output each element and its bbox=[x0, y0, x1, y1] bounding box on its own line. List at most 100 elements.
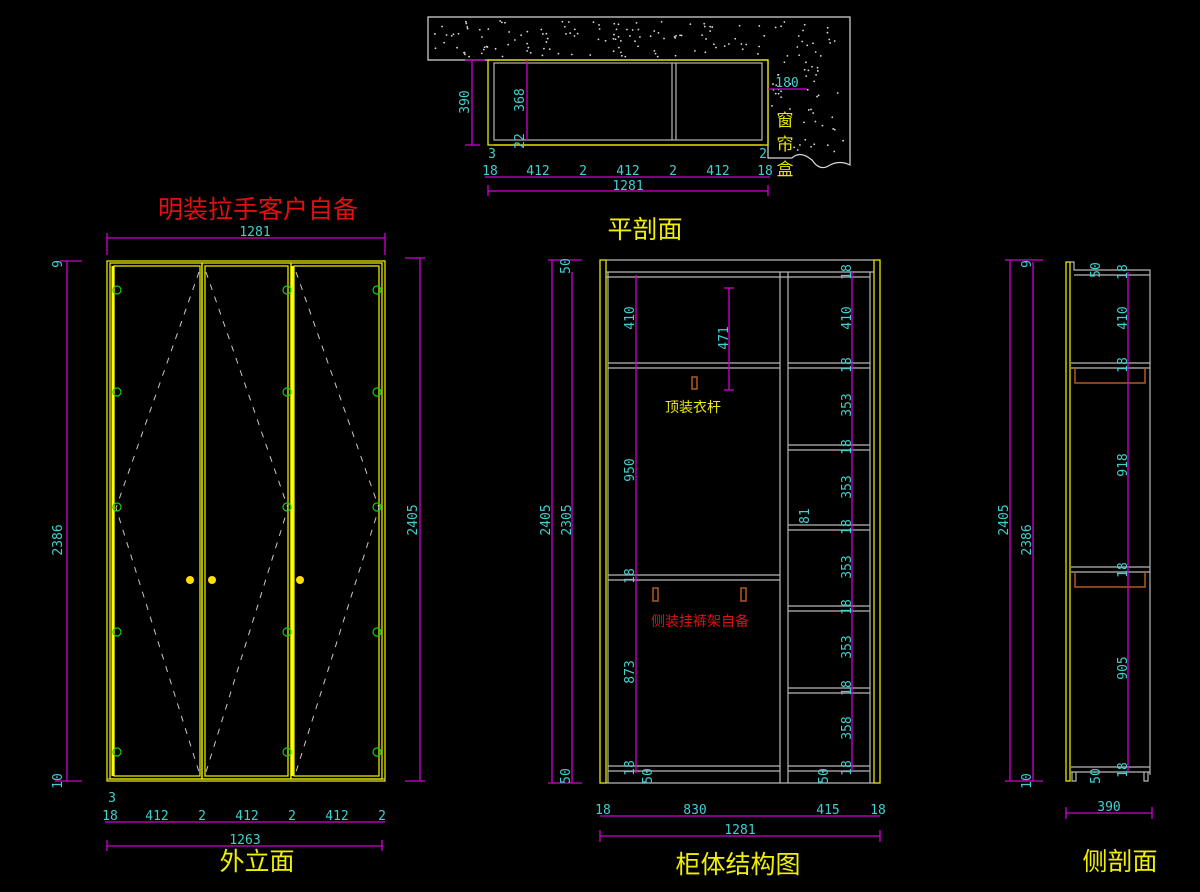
dim-side-column: 18 bbox=[1116, 562, 1131, 578]
hinge-icon bbox=[372, 285, 382, 295]
pants-rack-label: 侧装挂裤架自备 bbox=[651, 613, 749, 630]
dim-right-column: 18 bbox=[840, 357, 855, 373]
dim-front-height-right: 2405 bbox=[406, 504, 421, 535]
hinge-icon bbox=[372, 747, 382, 757]
dim-carcass-width: 1281 bbox=[724, 823, 755, 838]
door-middle bbox=[201, 262, 292, 780]
dim-side-column: 18 bbox=[1116, 762, 1131, 778]
dim-right-column: 353 bbox=[840, 635, 855, 658]
dim-side-column: 905 bbox=[1116, 656, 1131, 679]
dim-plan-overall: 1281 bbox=[612, 179, 643, 194]
dim-carcass-bottom-row: 18 bbox=[595, 803, 611, 818]
dim-plan-offset-left: 3 bbox=[488, 147, 496, 162]
dim-side-door-height: 2386 bbox=[1020, 524, 1035, 555]
hinge-icon bbox=[112, 502, 122, 512]
dim-plan-depth: 390 bbox=[458, 90, 473, 113]
dim-left-column: 873 bbox=[623, 660, 638, 683]
dim-side-gap-top: 9 bbox=[1020, 260, 1035, 268]
plan-cabinet-inner bbox=[493, 62, 763, 141]
rod-bracket-icon bbox=[691, 376, 698, 390]
dim-carcass-body-height: 2305 bbox=[560, 504, 575, 535]
plan-section-title: 平剖面 bbox=[607, 215, 682, 244]
rack-bracket-icon bbox=[652, 587, 659, 602]
dim-front-width: 1281 bbox=[239, 225, 270, 240]
door-left bbox=[109, 262, 203, 780]
dim-carcass-bottom-plinth: 50 bbox=[559, 768, 574, 784]
knob-icon bbox=[208, 576, 216, 584]
hanging-rod-label: 顶装衣杆 bbox=[665, 400, 721, 416]
hinge-icon bbox=[282, 627, 292, 637]
dim-carcass-bottom-row: 830 bbox=[683, 803, 706, 818]
dim-right-column: 18 bbox=[840, 680, 855, 696]
door-knobs bbox=[186, 576, 304, 584]
concrete-wall bbox=[427, 16, 851, 169]
dim-door-offset: 3 bbox=[108, 791, 116, 806]
dim-side-column: 18 bbox=[1116, 264, 1131, 280]
dim-right-column: 358 bbox=[840, 716, 855, 739]
dim-carcass-bottom-row: 18 bbox=[870, 803, 886, 818]
side-section bbox=[1005, 259, 1153, 819]
plan-cabinet-outline bbox=[487, 59, 769, 146]
dim-side-depth: 390 bbox=[1097, 800, 1120, 815]
dim-carcass-height: 2405 bbox=[539, 504, 554, 535]
dim-side-gap: 81 bbox=[798, 508, 813, 524]
dim-left-column: 950 bbox=[623, 458, 638, 481]
handle-note: 明装拉手客户自备 bbox=[158, 195, 358, 224]
concrete-hatch bbox=[433, 20, 845, 153]
hinges bbox=[112, 285, 382, 757]
dim-plan-width: 18 bbox=[482, 164, 498, 179]
dim-right-column: 18 bbox=[840, 439, 855, 455]
curtain-box-label: 盒 bbox=[777, 160, 794, 180]
dim-door-row: 412 bbox=[325, 809, 348, 824]
dim-base-left: 50 bbox=[641, 768, 656, 784]
dim-door-row: 412 bbox=[235, 809, 258, 824]
dim-front-gap-bottom: 10 bbox=[51, 773, 66, 789]
dim-plan-width: 2 bbox=[669, 164, 677, 179]
dim-plan-inner-depth: 368 bbox=[513, 88, 528, 111]
carcass-title: 柜体结构图 bbox=[675, 850, 800, 879]
dim-plan-width: 412 bbox=[706, 164, 729, 179]
rack-bracket-icon bbox=[740, 587, 747, 602]
dim-door-row: 2 bbox=[378, 809, 386, 824]
front-cabinet-outline bbox=[106, 260, 386, 782]
dim-front-gap-top: 9 bbox=[51, 260, 66, 268]
curtain-box-label: 帘 bbox=[777, 135, 794, 155]
dim-plan-width: 18 bbox=[757, 164, 773, 179]
plan-section bbox=[427, 16, 851, 196]
hinge-icon bbox=[372, 627, 382, 637]
dim-side-top-plinth: 50 bbox=[1089, 262, 1104, 278]
dim-carcass-bottom-row: 415 bbox=[816, 803, 839, 818]
knob-icon bbox=[186, 576, 194, 584]
hinge-icon bbox=[112, 747, 122, 757]
door-right bbox=[290, 262, 383, 780]
dim-base-right: 50 bbox=[817, 768, 832, 784]
hinge-icon bbox=[112, 285, 122, 295]
hinge-icon bbox=[282, 747, 292, 757]
dim-doors-total: 1263 bbox=[229, 833, 260, 848]
hinge-icon bbox=[112, 627, 122, 637]
dim-door-row: 412 bbox=[145, 809, 168, 824]
dim-right-column: 18 bbox=[840, 519, 855, 535]
dim-door-row: 18 bbox=[102, 809, 118, 824]
dim-plan-width: 2 bbox=[579, 164, 587, 179]
side-section-title: 侧剖面 bbox=[1082, 847, 1157, 876]
dim-right-column: 353 bbox=[840, 475, 855, 498]
dim-front-height-left: 2386 bbox=[51, 524, 66, 555]
dim-left-column: 18 bbox=[623, 760, 638, 776]
pull-out-rack-icon bbox=[1074, 572, 1146, 588]
carcass-structure bbox=[548, 259, 881, 842]
dim-right-column: 18 bbox=[840, 760, 855, 776]
hinge-icon bbox=[282, 387, 292, 397]
hinge-icon bbox=[112, 387, 122, 397]
dim-door-row: 2 bbox=[198, 809, 206, 824]
dim-side-bottom-plinth: 50 bbox=[1089, 768, 1104, 784]
knob-icon bbox=[296, 576, 304, 584]
hinge-icon bbox=[372, 502, 382, 512]
dim-side-column: 918 bbox=[1116, 453, 1131, 476]
dim-right-column: 18 bbox=[840, 599, 855, 615]
front-elevation bbox=[55, 233, 425, 851]
dim-side-column: 18 bbox=[1116, 357, 1131, 373]
